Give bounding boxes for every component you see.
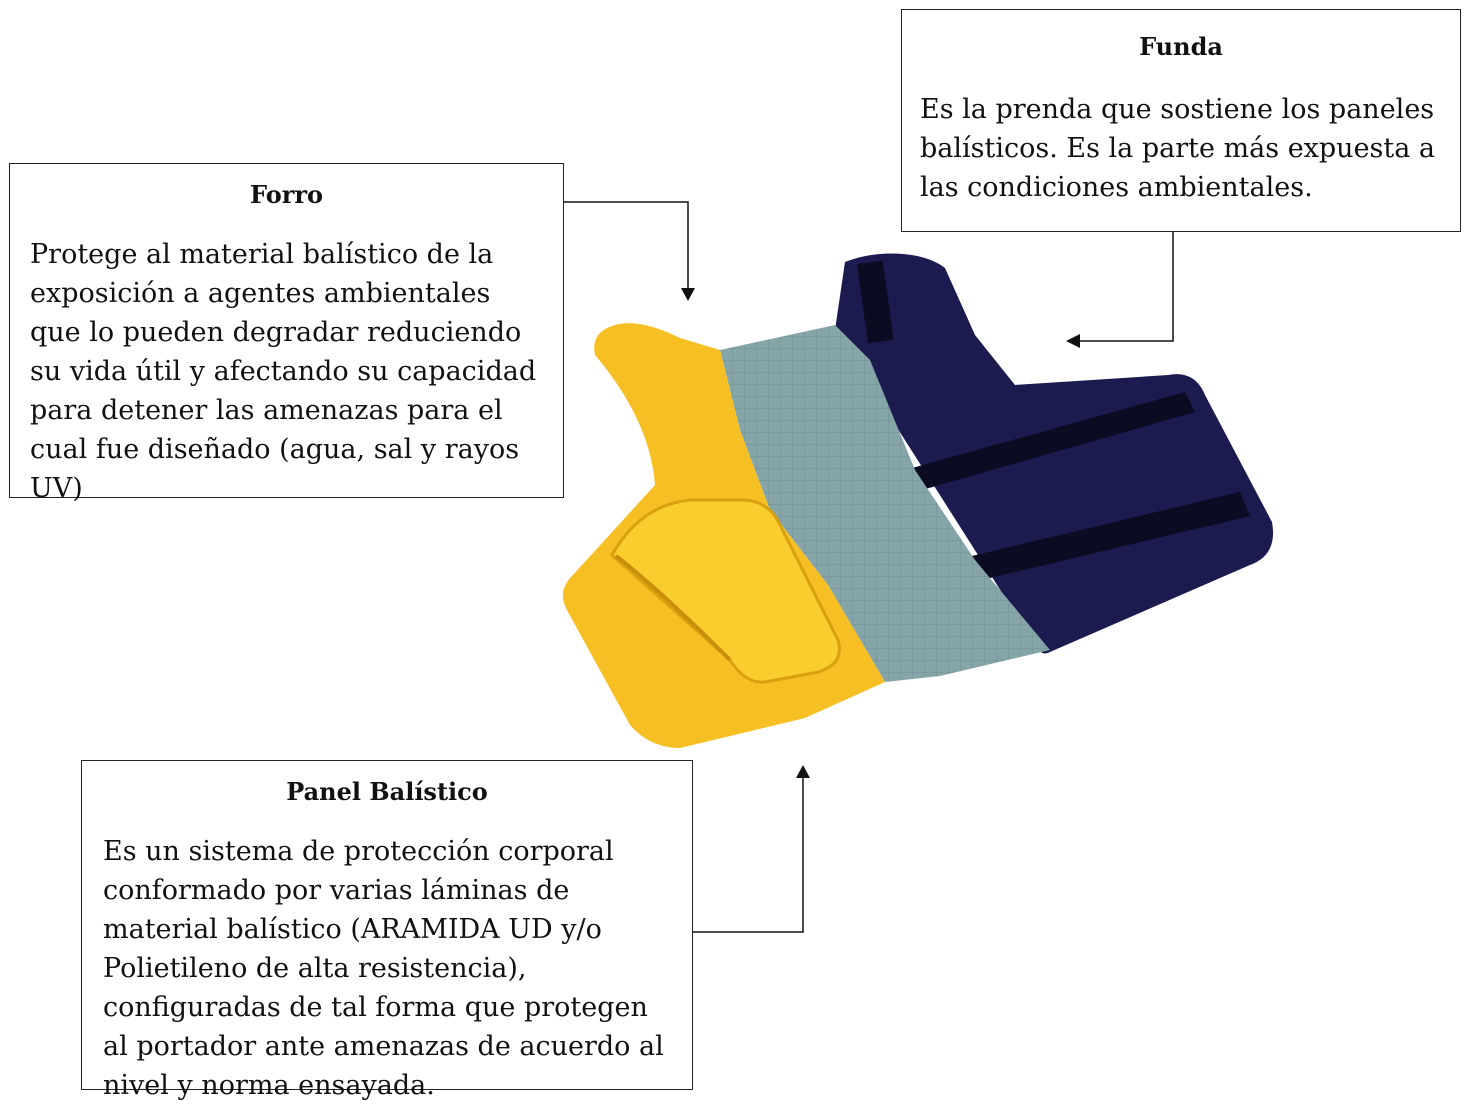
- funda-strap-1: [905, 392, 1195, 492]
- forro-description: Protege al material balístico de la expo…: [30, 239, 537, 504]
- funda-strap-top: [856, 260, 894, 344]
- panel-shape: [720, 325, 1050, 682]
- funda-strap-2: [955, 492, 1250, 584]
- panel-connector: [693, 778, 804, 933]
- funda-shape: [835, 253, 1274, 654]
- panel-title: Panel Balístico: [286, 777, 488, 806]
- funda-description: Es la prenda que sostiene los paneles ba…: [920, 94, 1436, 203]
- panel-callout: Panel Balístico Es un sistema de protecc…: [81, 760, 693, 1101]
- funda-title: Funda: [1139, 32, 1223, 61]
- funda-callout: Funda Es la prenda que sostiene los pane…: [901, 9, 1461, 232]
- forro-flap-shadow: [614, 554, 732, 662]
- forro-connector: [564, 201, 689, 288]
- ballistic-vest-illustration: [562, 253, 1274, 748]
- funda-connector: [1080, 226, 1174, 342]
- forro-callout: Forro Protege al material balístico de l…: [9, 163, 564, 504]
- forro-flap: [610, 498, 841, 684]
- panel-arrowhead: [796, 765, 810, 778]
- forro-title: Forro: [249, 180, 324, 209]
- forro-arrowhead: [681, 288, 695, 301]
- connector-lines: [564, 201, 1174, 933]
- panel-description: Es un sistema de protección corporal con…: [103, 836, 664, 1101]
- funda-arrowhead: [1066, 334, 1080, 348]
